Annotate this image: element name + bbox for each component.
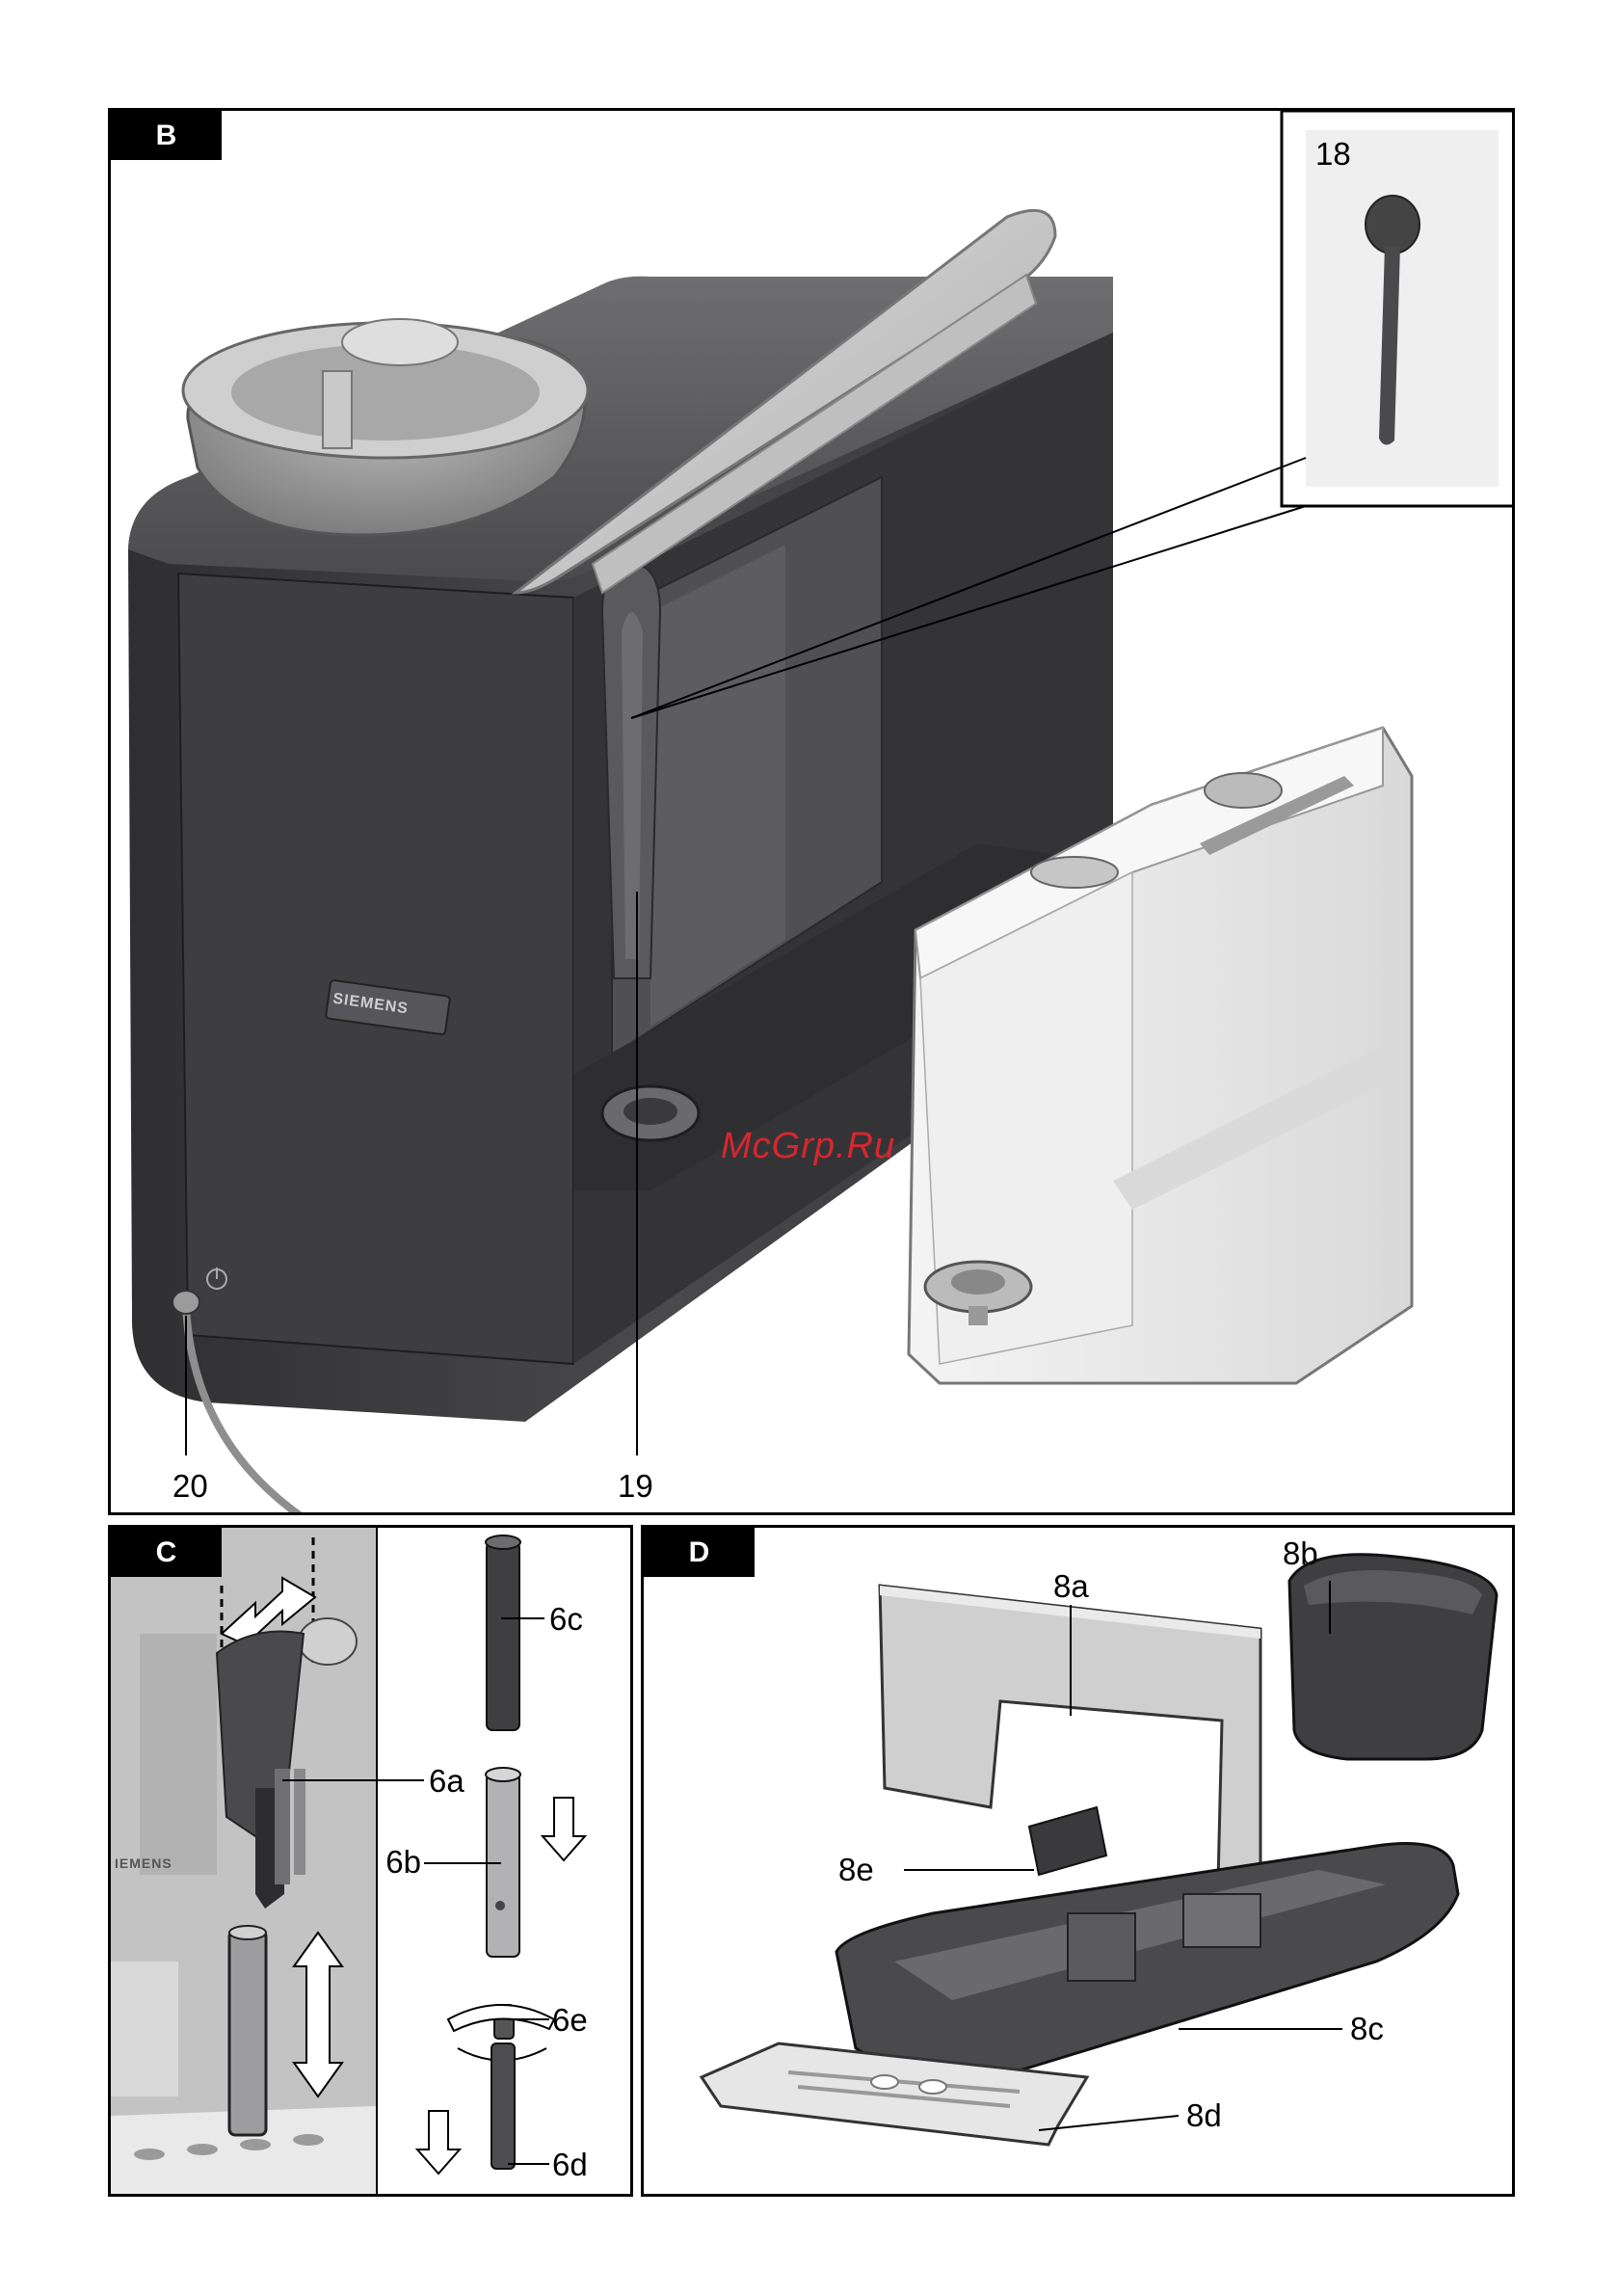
label-8d: 8d — [1186, 2099, 1222, 2131]
part-6d — [491, 2043, 515, 2169]
label-6c: 6c — [549, 1603, 583, 1635]
drip-tray-illustration — [644, 1528, 1515, 2197]
label-6b: 6b — [385, 1846, 421, 1878]
watermark: McGrp.Ru — [721, 1126, 895, 1167]
tube-6c — [487, 1542, 519, 1730]
down-arrow-icon — [417, 2111, 460, 2174]
machine-front-panel — [178, 574, 573, 1364]
spoon-inset-bg — [1306, 130, 1499, 487]
tube-6b — [487, 1774, 519, 1957]
coffee-machine-illustration — [111, 111, 1515, 1515]
label-8a: 8a — [1053, 1570, 1089, 1602]
label-6e: 6e — [552, 2004, 588, 2036]
down-arrow-6b-icon — [543, 1798, 585, 1860]
label-8b: 8b — [1283, 1537, 1318, 1569]
label-20: 20 — [172, 1470, 208, 1502]
machine-brand-partial: IEMENS — [115, 1855, 172, 1871]
label-8c: 8c — [1350, 2013, 1384, 2044]
panel-c: C IEMENS 6a 6b 6c 6e 6d — [108, 1525, 633, 2197]
separator-part — [1029, 1807, 1106, 1875]
label-6a: 6a — [429, 1765, 464, 1797]
metal-tube — [229, 1931, 266, 2135]
label-19: 19 — [618, 1470, 653, 1502]
panel-d: D 8a 8b 8e 8c 8d — [641, 1525, 1515, 2197]
tank-valve-hole — [623, 1098, 677, 1125]
cord-plug — [172, 1291, 199, 1314]
label-18: 18 — [1315, 138, 1351, 170]
panel-c-tab: C — [111, 1528, 222, 1577]
label-6d: 6d — [552, 2149, 588, 2180]
label-8e: 8e — [838, 1854, 874, 1885]
panel-d-tab: D — [644, 1528, 755, 1577]
panel-b: B — [108, 108, 1515, 1515]
